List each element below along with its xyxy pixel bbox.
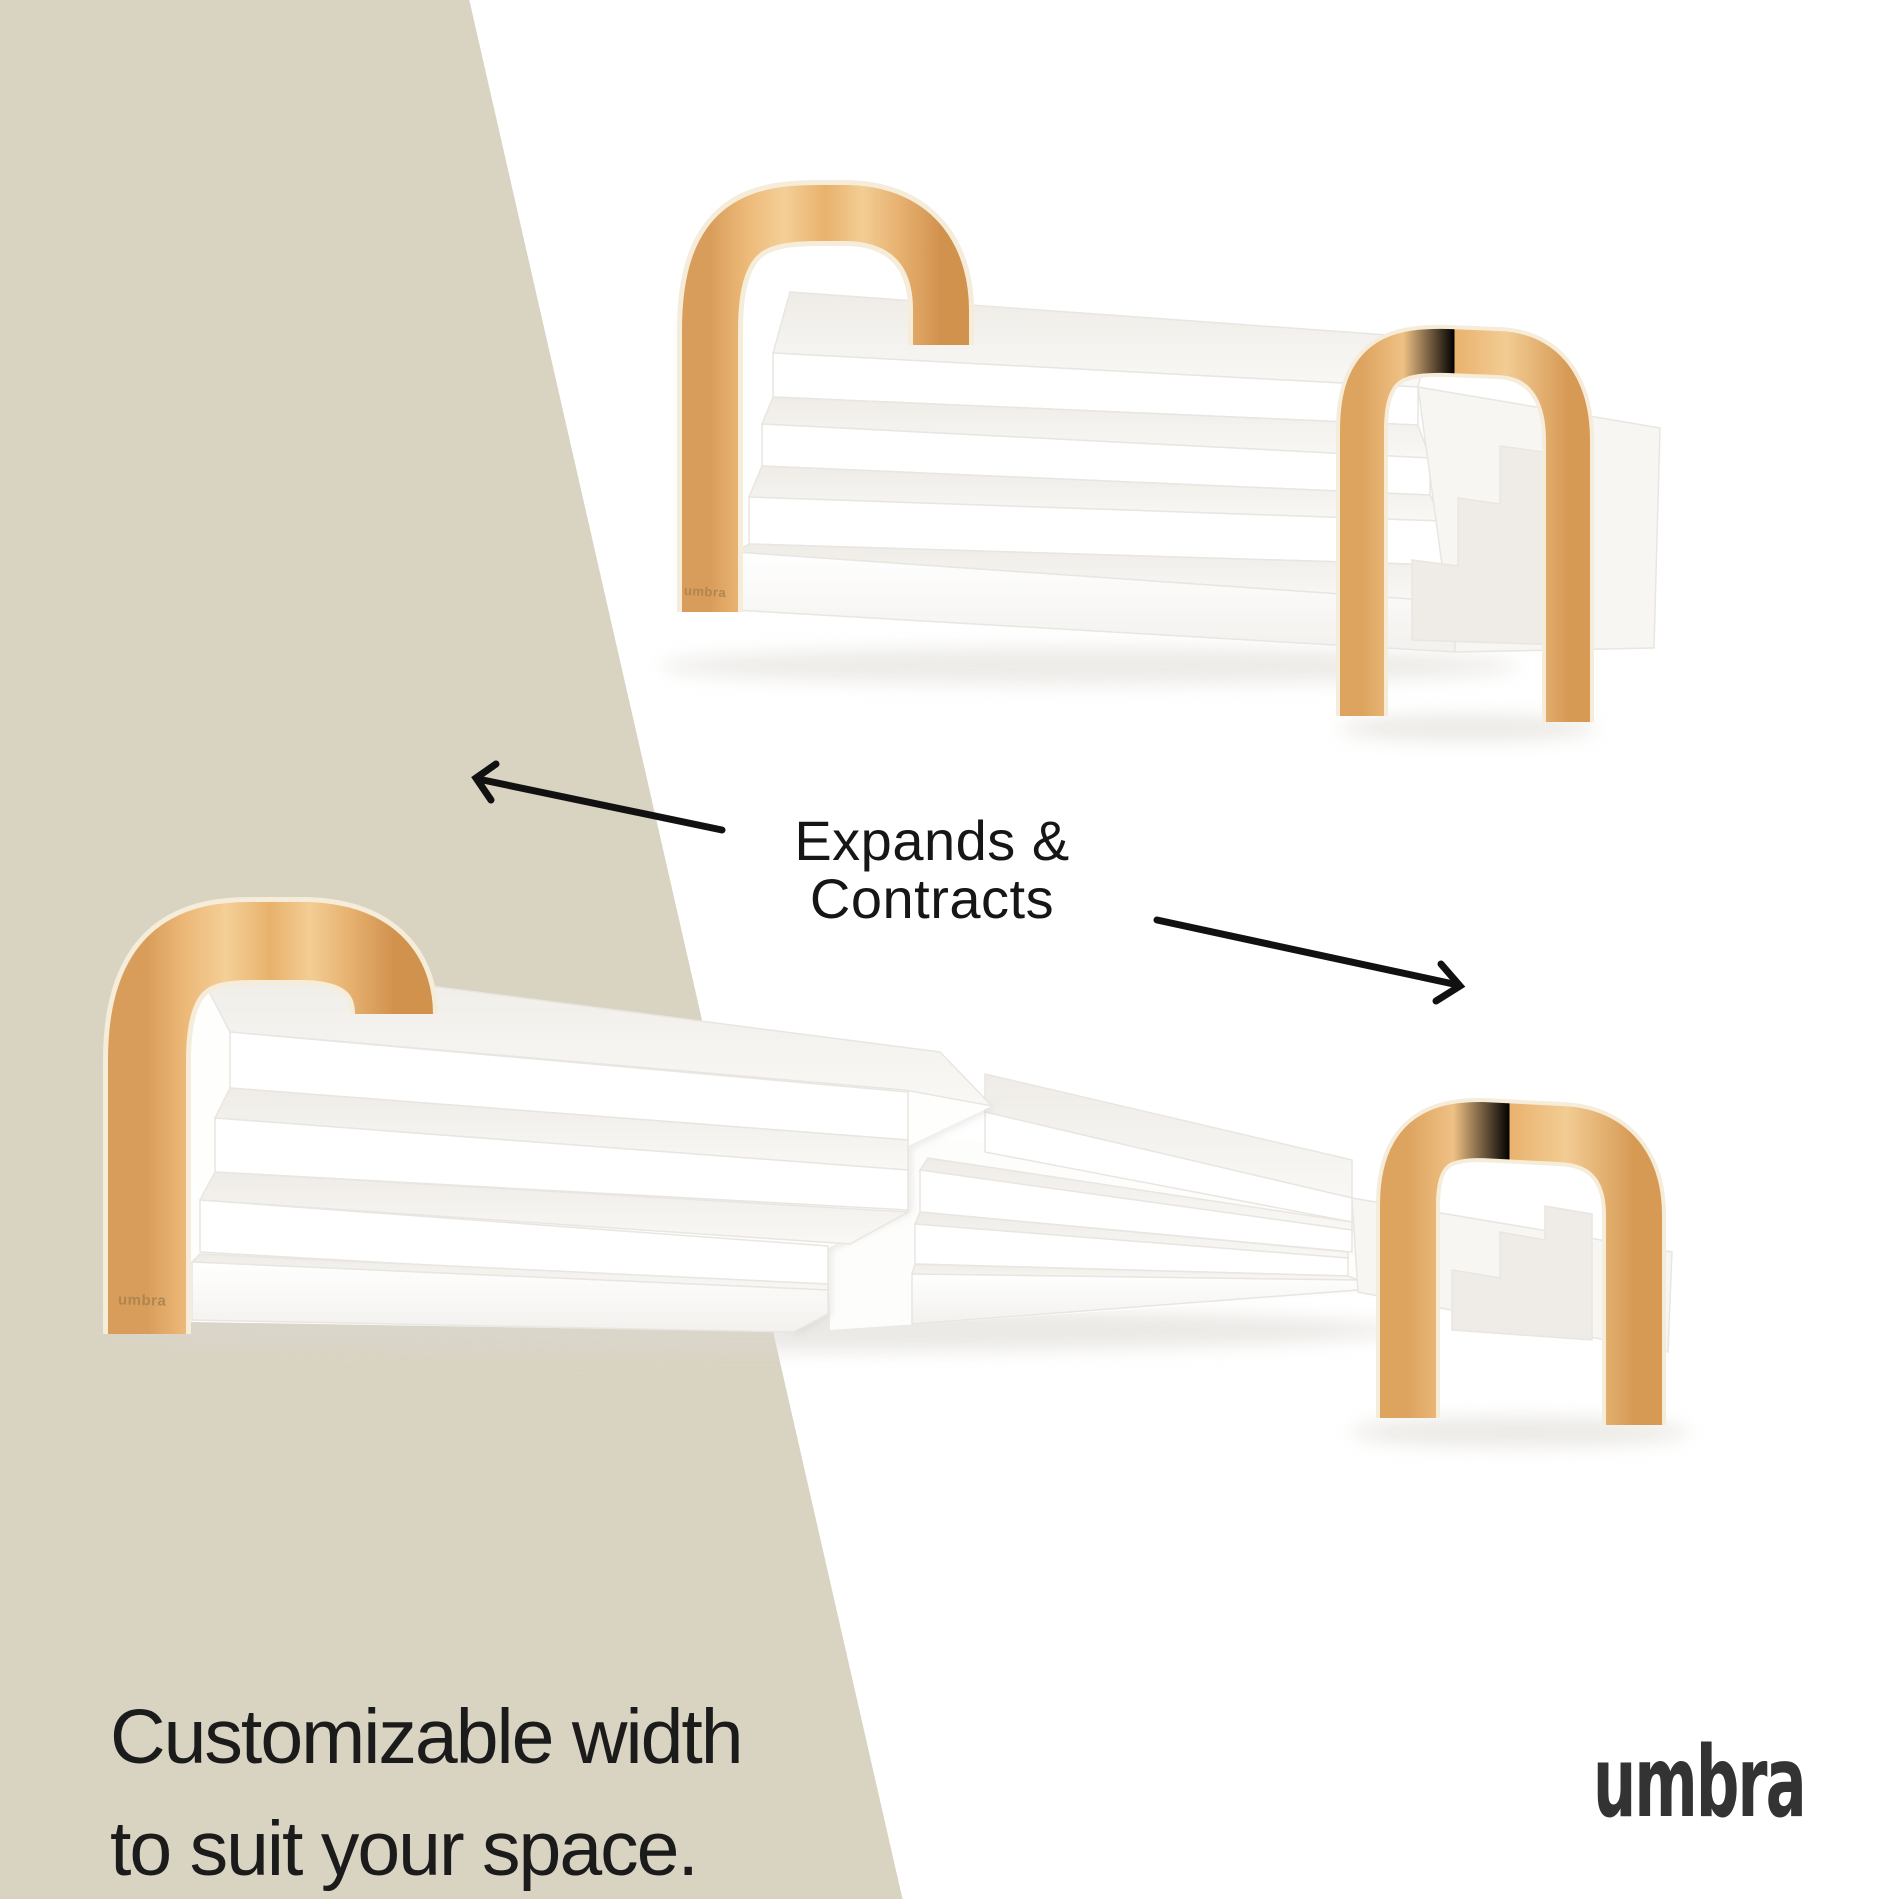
umbra-logo: umbra	[1593, 1726, 1807, 1840]
right-step-profile	[1451, 1205, 1593, 1341]
expanded-left-section	[188, 954, 995, 1333]
annotation-arrows	[471, 760, 1466, 1005]
contracted-rack-handle-shadow	[1338, 715, 1598, 741]
contracted-right-wood-handle	[1336, 324, 1594, 722]
customizable-width-caption: Customizable width to suit your space.	[110, 1682, 870, 1899]
caption-line2: to suit your space.	[110, 1805, 699, 1892]
expand-arrow-right-icon	[1153, 916, 1466, 1005]
caption-line1: Customizable width	[110, 1694, 744, 1780]
left-tread1	[198, 1171, 911, 1245]
expanded-rack-illustration	[100, 897, 1690, 1447]
contracted-left-wood-handle	[677, 180, 974, 612]
contracted-rack-illustration	[660, 180, 1661, 741]
expanded-right-wood-handle	[1376, 1097, 1666, 1425]
left-base-front	[191, 1261, 829, 1333]
contracted-rack-engraving: umbra	[683, 582, 727, 601]
expands-contracts-label: Expands & Contracts	[682, 809, 1182, 931]
expanded-right-section	[830, 1073, 1673, 1353]
expanded-left-wood-handle	[103, 897, 438, 1334]
annotation-line2: Contracts	[809, 867, 1055, 931]
annotation-line1: Expands &	[794, 809, 1070, 872]
expanded-rack-engraving: umbra	[117, 1291, 167, 1310]
expand-arrow-left-icon	[471, 760, 726, 834]
contracted-rack-shadow	[660, 647, 1520, 685]
left-tier2-front	[214, 1117, 909, 1211]
right-tier2-front	[919, 1169, 1353, 1253]
